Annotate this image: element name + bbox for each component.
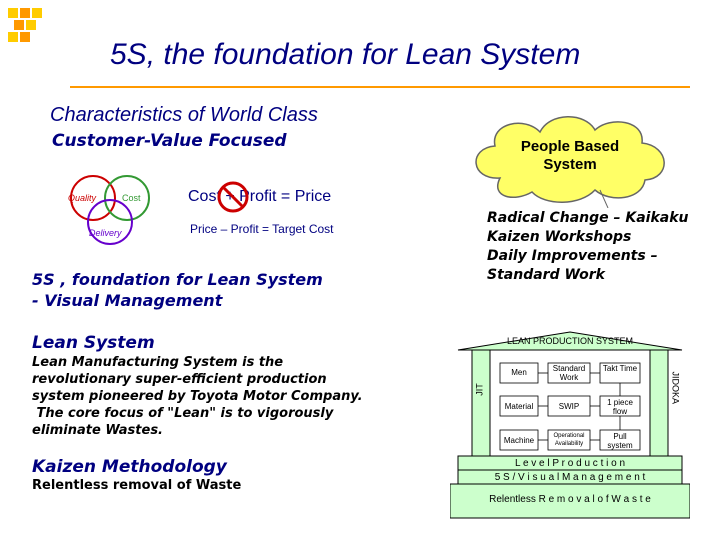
box-swip: SWIP bbox=[558, 402, 580, 411]
radical-line3: Daily Improvements – bbox=[487, 248, 658, 264]
cloud-line2: System bbox=[543, 156, 597, 173]
venn-cost-label: Cost bbox=[122, 193, 141, 203]
foundation-line1: 5S , foundation for Lean System bbox=[32, 270, 323, 289]
delivery-circle bbox=[87, 199, 133, 245]
lean-system-body-line1: Lean Manufacturing System is the bbox=[32, 355, 284, 370]
box-operational-availability: Operational Availability bbox=[553, 433, 585, 447]
radical-line4: Standard Work bbox=[487, 267, 605, 283]
box-pull-system: Pull system bbox=[607, 432, 633, 450]
radical-line2: Kaizen Workshops bbox=[487, 229, 632, 245]
cloud-shape bbox=[475, 116, 665, 208]
box-machine: Machine bbox=[503, 436, 535, 445]
lean-system-body-line2: revolutionary super-efficient production bbox=[32, 372, 327, 387]
lean-house-diagram bbox=[450, 331, 690, 519]
quality-circle bbox=[70, 175, 116, 221]
box-takt-time: Takt Time bbox=[602, 364, 638, 373]
box-standard-work: Standard Work bbox=[552, 364, 586, 382]
box-material: Material bbox=[504, 402, 534, 411]
lean-system-body-line3: system pioneered by Toyota Motor Company… bbox=[32, 389, 363, 404]
cloud-line1: People Based bbox=[520, 138, 620, 155]
kaizen-heading: Kaizen Methodology bbox=[32, 457, 227, 477]
radical-line1: Radical Change – Kaikaku bbox=[487, 210, 689, 226]
level-production-label: L e v e l P r o d u c t i o n bbox=[514, 458, 626, 469]
pillar-jidoka-label: JIDOKA bbox=[670, 371, 681, 405]
lean-system-body-line4: The core focus of "Lean" is to vigorousl… bbox=[32, 406, 334, 421]
target-cost-formula: Price – Profit = Target Cost bbox=[190, 222, 334, 236]
venn-diagram bbox=[70, 175, 150, 245]
lean-system-heading: Lean System bbox=[32, 333, 155, 353]
box-men: Men bbox=[511, 368, 527, 377]
relentless-removal-label: Relentless R e m o v a l o f W a s t e bbox=[489, 494, 651, 505]
venn-delivery-label: Delivery bbox=[89, 228, 122, 238]
lean-system-body-line5: eliminate Wastes. bbox=[32, 423, 163, 438]
kaizen-body: Relentless removal of Waste bbox=[32, 478, 242, 493]
visual-management-label: 5 S / V i s u a l M a n a g e m e n t bbox=[494, 472, 646, 483]
cost-circle bbox=[104, 175, 150, 221]
title-underline bbox=[70, 86, 690, 88]
customer-value-heading: Customer-Value Focused bbox=[52, 131, 287, 151]
house-roof-label: LEAN PRODUCTION SYSTEM bbox=[506, 336, 634, 346]
foundation-line2: - Visual Management bbox=[32, 291, 223, 310]
old-pricing-formula: Cost + Profit = Price bbox=[188, 188, 332, 205]
venn-quality-label: Quality bbox=[68, 193, 97, 203]
pillar-jit-label: JIT bbox=[474, 383, 485, 396]
page-title: 5S, the foundation for Lean System bbox=[110, 38, 581, 71]
prohibit-icon bbox=[217, 181, 249, 213]
box-one-piece-flow: 1 piece flow bbox=[607, 398, 633, 416]
characteristics-heading: Characteristics of World Class bbox=[50, 104, 318, 126]
